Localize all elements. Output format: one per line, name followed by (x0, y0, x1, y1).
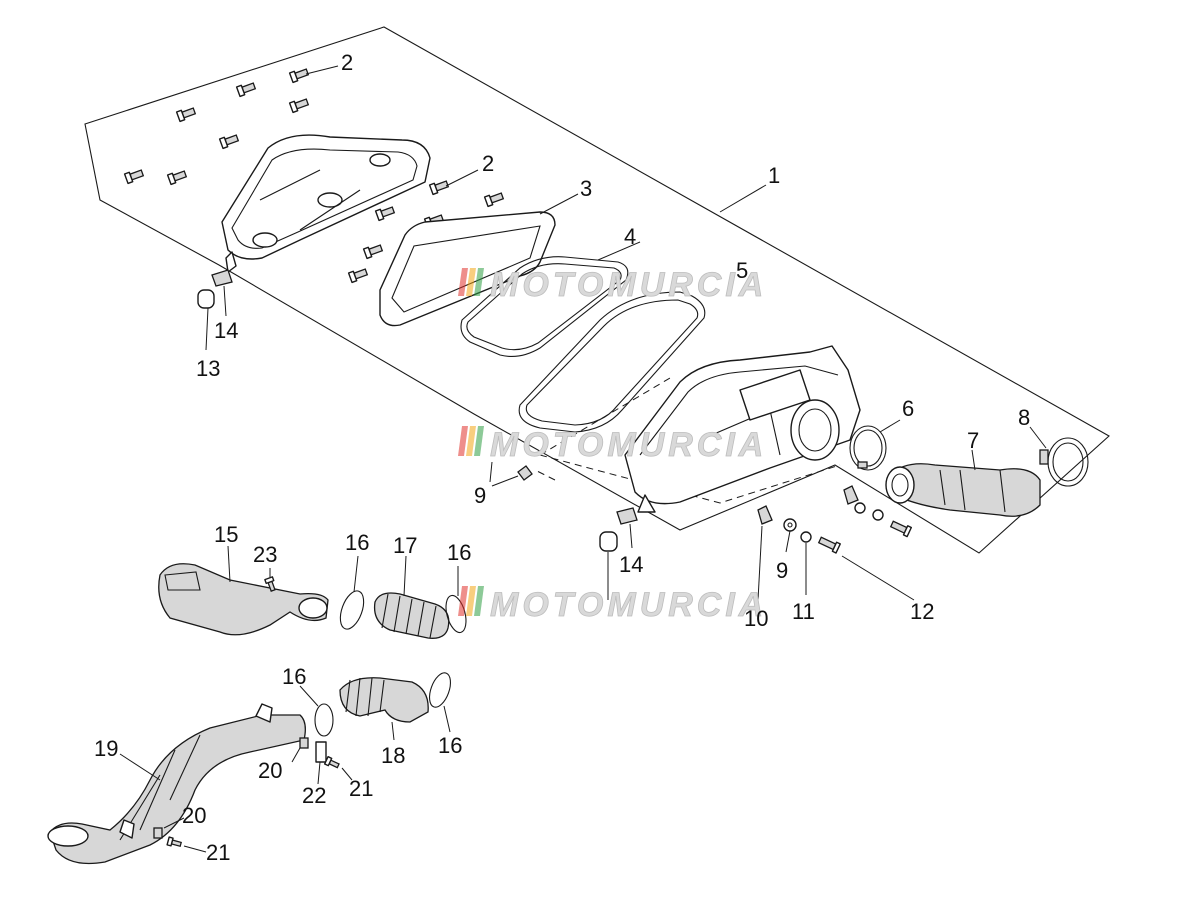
mount-hardware (757, 505, 915, 601)
grommet-center (599, 507, 638, 600)
callout-9: 9 (776, 558, 788, 583)
hose-clamp-6 (849, 419, 901, 471)
assembly-frame (84, 26, 1110, 554)
callout-16: 16 (282, 664, 306, 689)
lower-duct-hardware (153, 737, 353, 853)
hose-clamp-16-lower-right (428, 672, 452, 733)
callout-11: 11 (792, 599, 815, 624)
watermark-text: MOTOMURCIA (490, 586, 767, 624)
watermark-text: MOTOMURCIA (490, 426, 767, 464)
callout-14: 14 (214, 318, 238, 343)
callout-18: 18 (381, 743, 405, 768)
intake-duct-19 (47, 703, 306, 865)
callout-6: 6 (902, 396, 914, 421)
callout-5: 5 (736, 258, 748, 283)
screw-set-upper (123, 65, 339, 186)
screw-set-lower (347, 169, 505, 284)
callout-23: 23 (253, 542, 277, 567)
hose-clamp-16-upper-right (445, 566, 467, 634)
housing-seal (518, 291, 706, 433)
callout-16: 16 (345, 530, 369, 555)
callout-2: 2 (341, 50, 353, 75)
callout-21: 21 (349, 776, 373, 801)
callout-14: 14 (619, 552, 643, 577)
callout-17: 17 (393, 533, 417, 558)
callout-2: 2 (482, 151, 494, 176)
air-filter-element (379, 193, 579, 327)
airbox-cover (221, 134, 431, 273)
rubber-boot-18 (339, 677, 429, 741)
callout-1: 1 (768, 163, 780, 188)
watermark-text: MOTOMURCIA (490, 266, 767, 304)
callout-7: 7 (967, 428, 979, 453)
callout-12: 12 (910, 599, 934, 624)
callout-10: 10 (744, 606, 768, 631)
callout-20: 20 (182, 803, 206, 828)
watermark-upper: MOTOMURCIA (458, 266, 767, 304)
callout-19: 19 (94, 736, 118, 761)
intake-duct-15 (158, 545, 329, 636)
callout-20: 20 (258, 758, 282, 783)
grommet-left (197, 269, 233, 351)
callout-16: 16 (447, 540, 471, 565)
airbox-housing (624, 184, 861, 513)
callout-labels: 1 2 2 3 4 5 6 7 8 9 9 10 11 12 13 14 14 … (94, 50, 1030, 865)
callout-4: 4 (624, 224, 636, 249)
callout-3: 3 (580, 176, 592, 201)
filter-gasket (460, 241, 641, 357)
callout-9: 9 (474, 483, 486, 508)
hose-clamp-8 (1029, 426, 1089, 487)
rubber-boot-17 (373, 555, 450, 639)
callout-15: 15 (214, 522, 238, 547)
callout-21: 21 (206, 840, 230, 865)
watermark-lower: MOTOMURCIA (458, 586, 767, 624)
intake-hose-7 (885, 449, 1041, 517)
callout-13: 13 (196, 356, 220, 381)
watermark-middle: MOTOMURCIA (458, 426, 767, 464)
callout-22: 22 (302, 783, 326, 808)
hose-clamp-16-upper-left (339, 555, 365, 630)
callout-16: 16 (438, 733, 462, 758)
hose-clamp-16-lower-left (299, 685, 334, 737)
callout-8: 8 (1018, 405, 1030, 430)
housing-hardware (489, 461, 913, 538)
